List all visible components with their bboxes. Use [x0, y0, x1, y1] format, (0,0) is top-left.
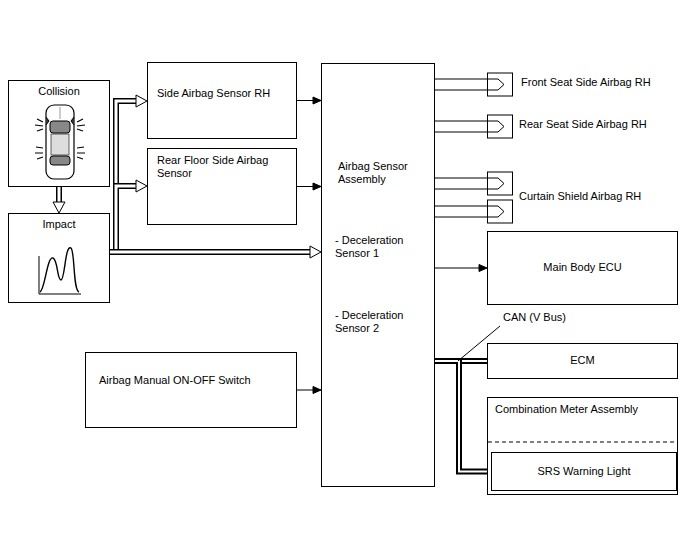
connector: [435, 79, 487, 90]
component-box: Side Airbag Sensor RH: [147, 62, 297, 139]
airbag-squib: Front Seat Side Airbag RH: [487, 70, 682, 98]
component-box: Combination Meter AssemblySRS Warning Li…: [487, 397, 678, 495]
node-text: Rear Seat Side Airbag RH: [519, 118, 679, 131]
component-box: SRS Warning Light: [491, 452, 677, 491]
illustration: [487, 114, 514, 140]
node-text: Airbag Manual ON-OFF Switch: [99, 374, 289, 387]
connector: [110, 180, 147, 252]
connector: [435, 361, 491, 472]
node-text: - Deceleration Sensor 2: [335, 309, 430, 335]
node-text: Front Seat Side Airbag RH: [521, 76, 681, 89]
connector: [110, 246, 321, 258]
node-text: ECM: [488, 354, 677, 367]
node-text: Side Airbag Sensor RH: [157, 87, 292, 100]
connector: [297, 387, 321, 394]
airbag-squib: Rear Seat Side Airbag RH: [487, 113, 682, 139]
illustration: [487, 171, 514, 225]
connector: [435, 121, 487, 132]
connector: [110, 95, 147, 252]
node-text: Combination Meter Assembly: [495, 403, 673, 416]
illustration: [9, 234, 109, 302]
node-text: Airbag Sensor Assembly: [338, 160, 430, 186]
node-text: Curtain Shield Airbag RH: [519, 190, 679, 203]
connector: [435, 265, 487, 272]
illustration: [487, 72, 514, 98]
component-box: Airbag Sensor Assembly - Deceleration Sen…: [321, 63, 435, 487]
node-text: - Deceleration Sensor 1: [335, 234, 430, 260]
component-box: ECM: [487, 343, 678, 379]
node-text: Collision: [9, 85, 109, 98]
component-box: Rear Floor Side Airbag Sensor: [147, 148, 297, 225]
node-text: Impact: [9, 218, 109, 231]
connector: [297, 183, 321, 190]
node-text: Main Body ECU: [488, 261, 677, 274]
bus-label: CAN (V Bus): [501, 311, 568, 324]
component-box: Collision: [8, 80, 110, 187]
component-box: Main Body ECU: [487, 231, 678, 305]
airbag-squib: Curtain Shield Airbag RH: [487, 171, 682, 225]
node-text: Rear Floor Side Airbag Sensor: [157, 154, 292, 180]
illustration: [9, 101, 109, 186]
component-box: Airbag Manual ON-OFF Switch: [85, 352, 297, 428]
connector: [435, 178, 487, 217]
connector: [53, 187, 65, 213]
connector: [297, 97, 321, 104]
node-text: SRS Warning Light: [492, 465, 676, 478]
component-box: Impact: [8, 213, 110, 303]
